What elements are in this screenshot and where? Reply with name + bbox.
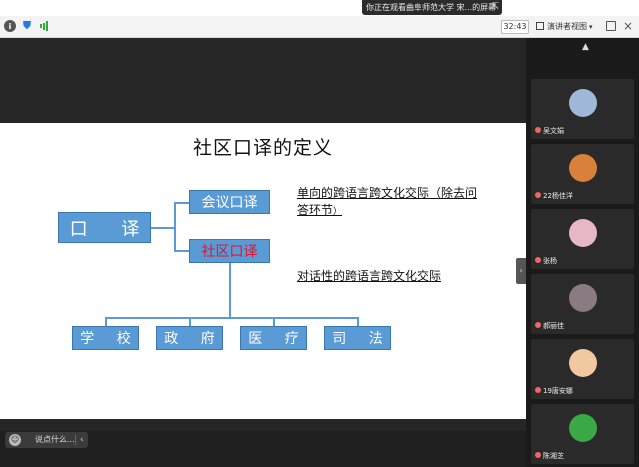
participant-tile[interactable]: 陈湘芝 — [531, 404, 634, 464]
mic-muted-icon — [535, 127, 541, 133]
collapse-panel-button[interactable]: › — [516, 258, 526, 284]
shield-icon[interactable]: ⛊ — [22, 19, 32, 32]
participant-tile[interactable]: 19唐安娜 — [531, 339, 634, 399]
layout-icon — [536, 22, 544, 30]
presenter-view-label: 演讲者视图 — [547, 22, 587, 31]
community-interpreting-box: 社区口译 — [189, 239, 270, 263]
avatar — [569, 414, 597, 442]
top-strip — [0, 0, 639, 16]
slide — [0, 123, 526, 419]
participant-name: 张杨 — [535, 256, 557, 266]
medical-box: 医 疗 — [240, 326, 307, 350]
comment-placeholder: 说点什么... — [35, 435, 75, 444]
connector-line — [105, 317, 107, 327]
participant-name-label: 陈湘芝 — [543, 452, 564, 460]
connector-line — [174, 202, 190, 204]
mic-muted-icon — [535, 387, 541, 393]
participant-name: 吴文娟 — [535, 126, 564, 136]
connector-line — [105, 317, 358, 319]
presenter-view-button[interactable]: 演讲者视图▾ — [536, 20, 600, 34]
participant-name-label: 郝丽佳 — [543, 322, 564, 330]
participant-name-label: 张杨 — [543, 257, 557, 265]
divider — [75, 435, 76, 445]
comment-input[interactable]: ☺ 说点什么... ‹ — [5, 432, 88, 448]
mic-muted-icon — [535, 192, 541, 198]
participant-name-label: 19唐安娜 — [543, 387, 573, 395]
exit-share-icon[interactable]: ⇱ — [491, 2, 499, 12]
participant-tile[interactable]: 22杨佳洋 — [531, 144, 634, 204]
mic-muted-icon — [535, 257, 541, 263]
meeting-timer: 32:43 — [501, 20, 529, 34]
interpreting-box: 口 译 — [58, 212, 151, 243]
avatar — [569, 284, 597, 312]
conference-interpreting-box: 会议口译 — [189, 190, 270, 214]
participant-name-label: 吴文娟 — [543, 127, 564, 135]
participant-name-label: 22杨佳洋 — [543, 192, 573, 200]
connector-line — [229, 263, 231, 318]
connector-line — [174, 250, 190, 252]
participant-name: 22杨佳洋 — [535, 191, 573, 201]
community-description: 对话性的跨语言跨文化交际 — [297, 269, 442, 283]
connector-line — [273, 317, 275, 327]
avatar — [569, 154, 597, 182]
conference-description-text: 单向的跨语言跨文化交际（除去问答环节 — [297, 186, 478, 217]
school-box: 学 校 — [72, 326, 139, 350]
window-icon[interactable] — [606, 21, 616, 31]
chevron-down-icon: ▾ — [589, 23, 593, 31]
judicial-box: 司 法 — [324, 326, 391, 350]
participant-tile[interactable]: 吴文娟 — [531, 79, 634, 139]
conference-description: 单向的跨语言跨文化交际（除去问答环节） — [297, 185, 482, 221]
toolbar: i ⛊ 32:43 演讲者视图▾ × — [0, 16, 639, 38]
conference-description-tail: ） — [333, 207, 343, 217]
signal-icon[interactable] — [38, 20, 50, 32]
connector-line — [189, 317, 191, 327]
connector-line — [151, 227, 175, 229]
avatar — [569, 349, 597, 377]
share-banner-text: 你正在观看曲阜师范大学 宋...的屏幕 — [366, 3, 497, 12]
participant-name: 19唐安娜 — [535, 386, 573, 396]
mic-muted-icon — [535, 452, 541, 458]
government-box: 政 府 — [156, 326, 223, 350]
close-icon[interactable]: × — [623, 19, 634, 33]
mic-muted-icon — [535, 322, 541, 328]
info-icon[interactable]: i — [4, 20, 16, 32]
participant-name: 郝丽佳 — [535, 321, 564, 331]
avatar — [569, 219, 597, 247]
connector-line — [357, 317, 359, 327]
chevron-left-icon[interactable]: ‹ — [80, 435, 84, 445]
avatar — [569, 89, 597, 117]
participant-name: 陈湘芝 — [535, 451, 564, 461]
scroll-up-icon[interactable]: ▲ — [582, 42, 589, 52]
participant-tile[interactable]: 张杨 — [531, 209, 634, 269]
connector-line — [174, 202, 176, 252]
emoji-icon[interactable]: ☺ — [9, 434, 21, 446]
participant-tile[interactable]: 郝丽佳 — [531, 274, 634, 334]
slide-title: 社区口译的定义 — [192, 137, 333, 159]
screen-share-banner[interactable]: 你正在观看曲阜师范大学 宋...的屏幕 ⇱ — [362, 0, 502, 15]
